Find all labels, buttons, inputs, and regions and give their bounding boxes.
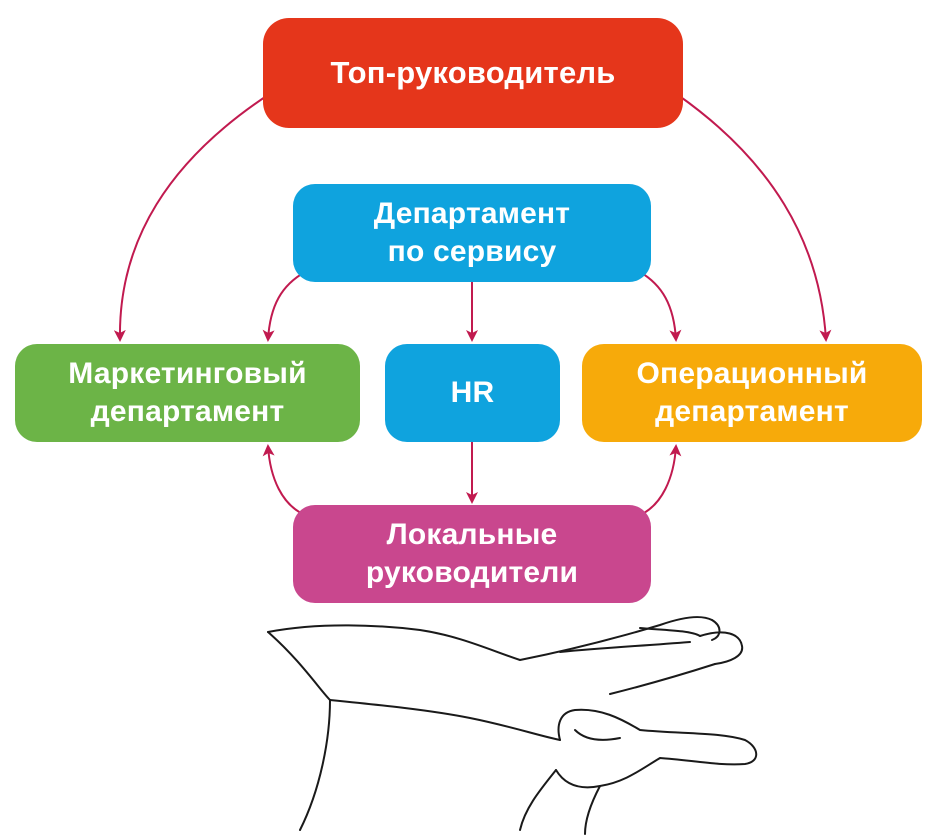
marketing-department-label-line1: Маркетинговый [68,355,306,393]
marketing-department-node: Маркетинговый департамент [15,344,360,442]
top-executive-label: Топ-руководитель [330,54,615,92]
edge-local-to-marketing [268,446,305,515]
edge-top-to-operations [678,95,826,340]
service-department-label-line2: по сервису [388,233,557,271]
service-department-label-line1: Департамент [374,195,570,233]
open-palm-hand-icon [268,617,756,834]
marketing-department-label-line2: департамент [91,393,285,431]
edge-service-to-marketing [268,272,305,340]
local-managers-node: Локальные руководители [293,505,651,603]
edge-service-to-operations [640,272,676,340]
operations-department-label-line1: Операционный [636,355,867,393]
edge-local-to-operations [640,446,676,515]
local-managers-label-line2: руководители [366,554,578,592]
top-executive-node: Топ-руководитель [263,18,683,128]
operations-department-label-line2: департамент [655,393,849,431]
hr-node: HR [385,344,560,442]
operations-department-node: Операционный департамент [582,344,922,442]
service-department-node: Департамент по сервису [293,184,651,282]
local-managers-label-line1: Локальные [387,516,558,554]
hr-label: HR [451,374,495,412]
edge-top-to-marketing [120,95,268,340]
